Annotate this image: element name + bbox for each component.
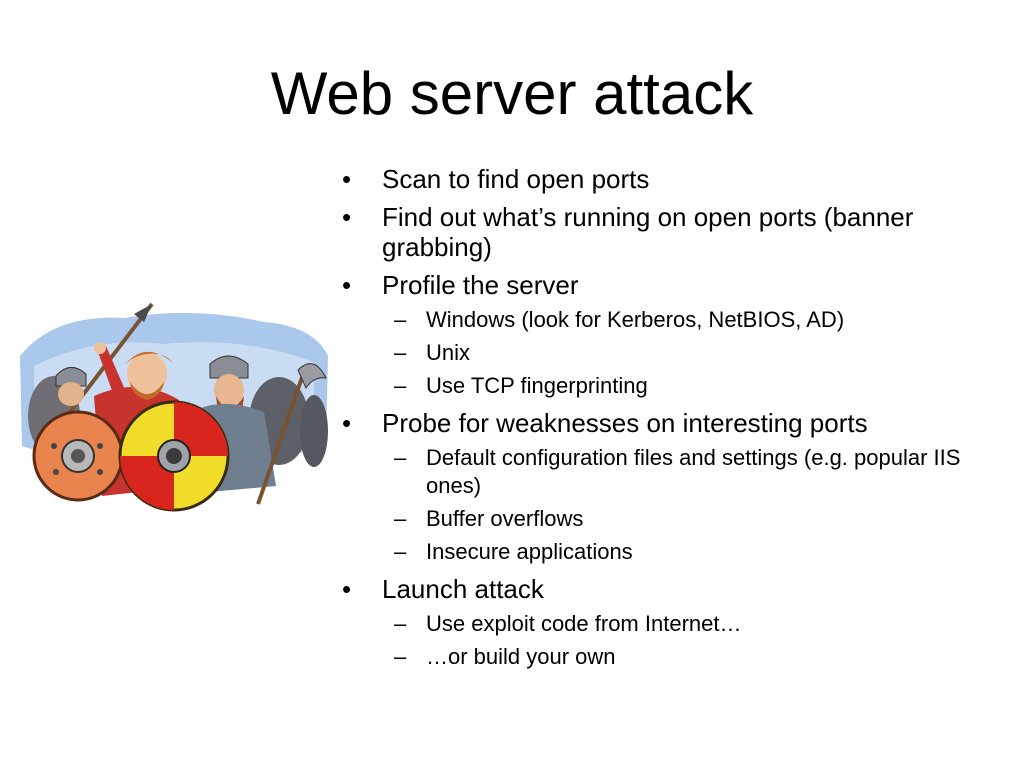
sub-item: Unix bbox=[382, 339, 1018, 367]
sub-list: Windows (look for Kerberos, NetBIOS, AD)… bbox=[382, 306, 1018, 400]
bullet-text: Launch attack bbox=[382, 574, 544, 604]
bullet-scan: Scan to find open ports bbox=[338, 164, 1018, 194]
bullet-probe-weaknesses: Probe for weaknesses on interesting port… bbox=[338, 408, 1018, 566]
bullet-text: Find out what’s running on open ports (b… bbox=[382, 202, 914, 262]
sub-item: Buffer overflows bbox=[382, 505, 1018, 533]
sub-item: Insecure applications bbox=[382, 538, 1018, 566]
bullet-text: Probe for weaknesses on interesting port… bbox=[382, 408, 868, 438]
bullet-profile-server: Profile the server Windows (look for Ker… bbox=[338, 270, 1018, 400]
sub-list: Default configuration files and settings… bbox=[382, 444, 1018, 566]
bullet-text: Profile the server bbox=[382, 270, 579, 300]
bullet-banner-grabbing: Find out what’s running on open ports (b… bbox=[338, 202, 1018, 262]
sub-list: Use exploit code from Internet… …or buil… bbox=[382, 610, 1018, 671]
slide-title: Web server attack bbox=[270, 60, 754, 127]
sub-item: Windows (look for Kerberos, NetBIOS, AD) bbox=[382, 306, 1018, 334]
bullet-content: Scan to find open ports Find out what’s … bbox=[338, 164, 1018, 679]
bullet-text: Scan to find open ports bbox=[382, 164, 650, 194]
sub-item: …or build your own bbox=[382, 643, 1018, 671]
sub-item: Use TCP fingerprinting bbox=[382, 372, 1018, 400]
bullet-launch-attack: Launch attack Use exploit code from Inte… bbox=[338, 574, 1018, 671]
sub-item: Use exploit code from Internet… bbox=[382, 610, 1018, 638]
bullet-list: Scan to find open ports Find out what’s … bbox=[338, 164, 1018, 671]
viking-warriors-clipart bbox=[20, 302, 328, 512]
sub-item: Default configuration files and settings… bbox=[382, 444, 1018, 500]
